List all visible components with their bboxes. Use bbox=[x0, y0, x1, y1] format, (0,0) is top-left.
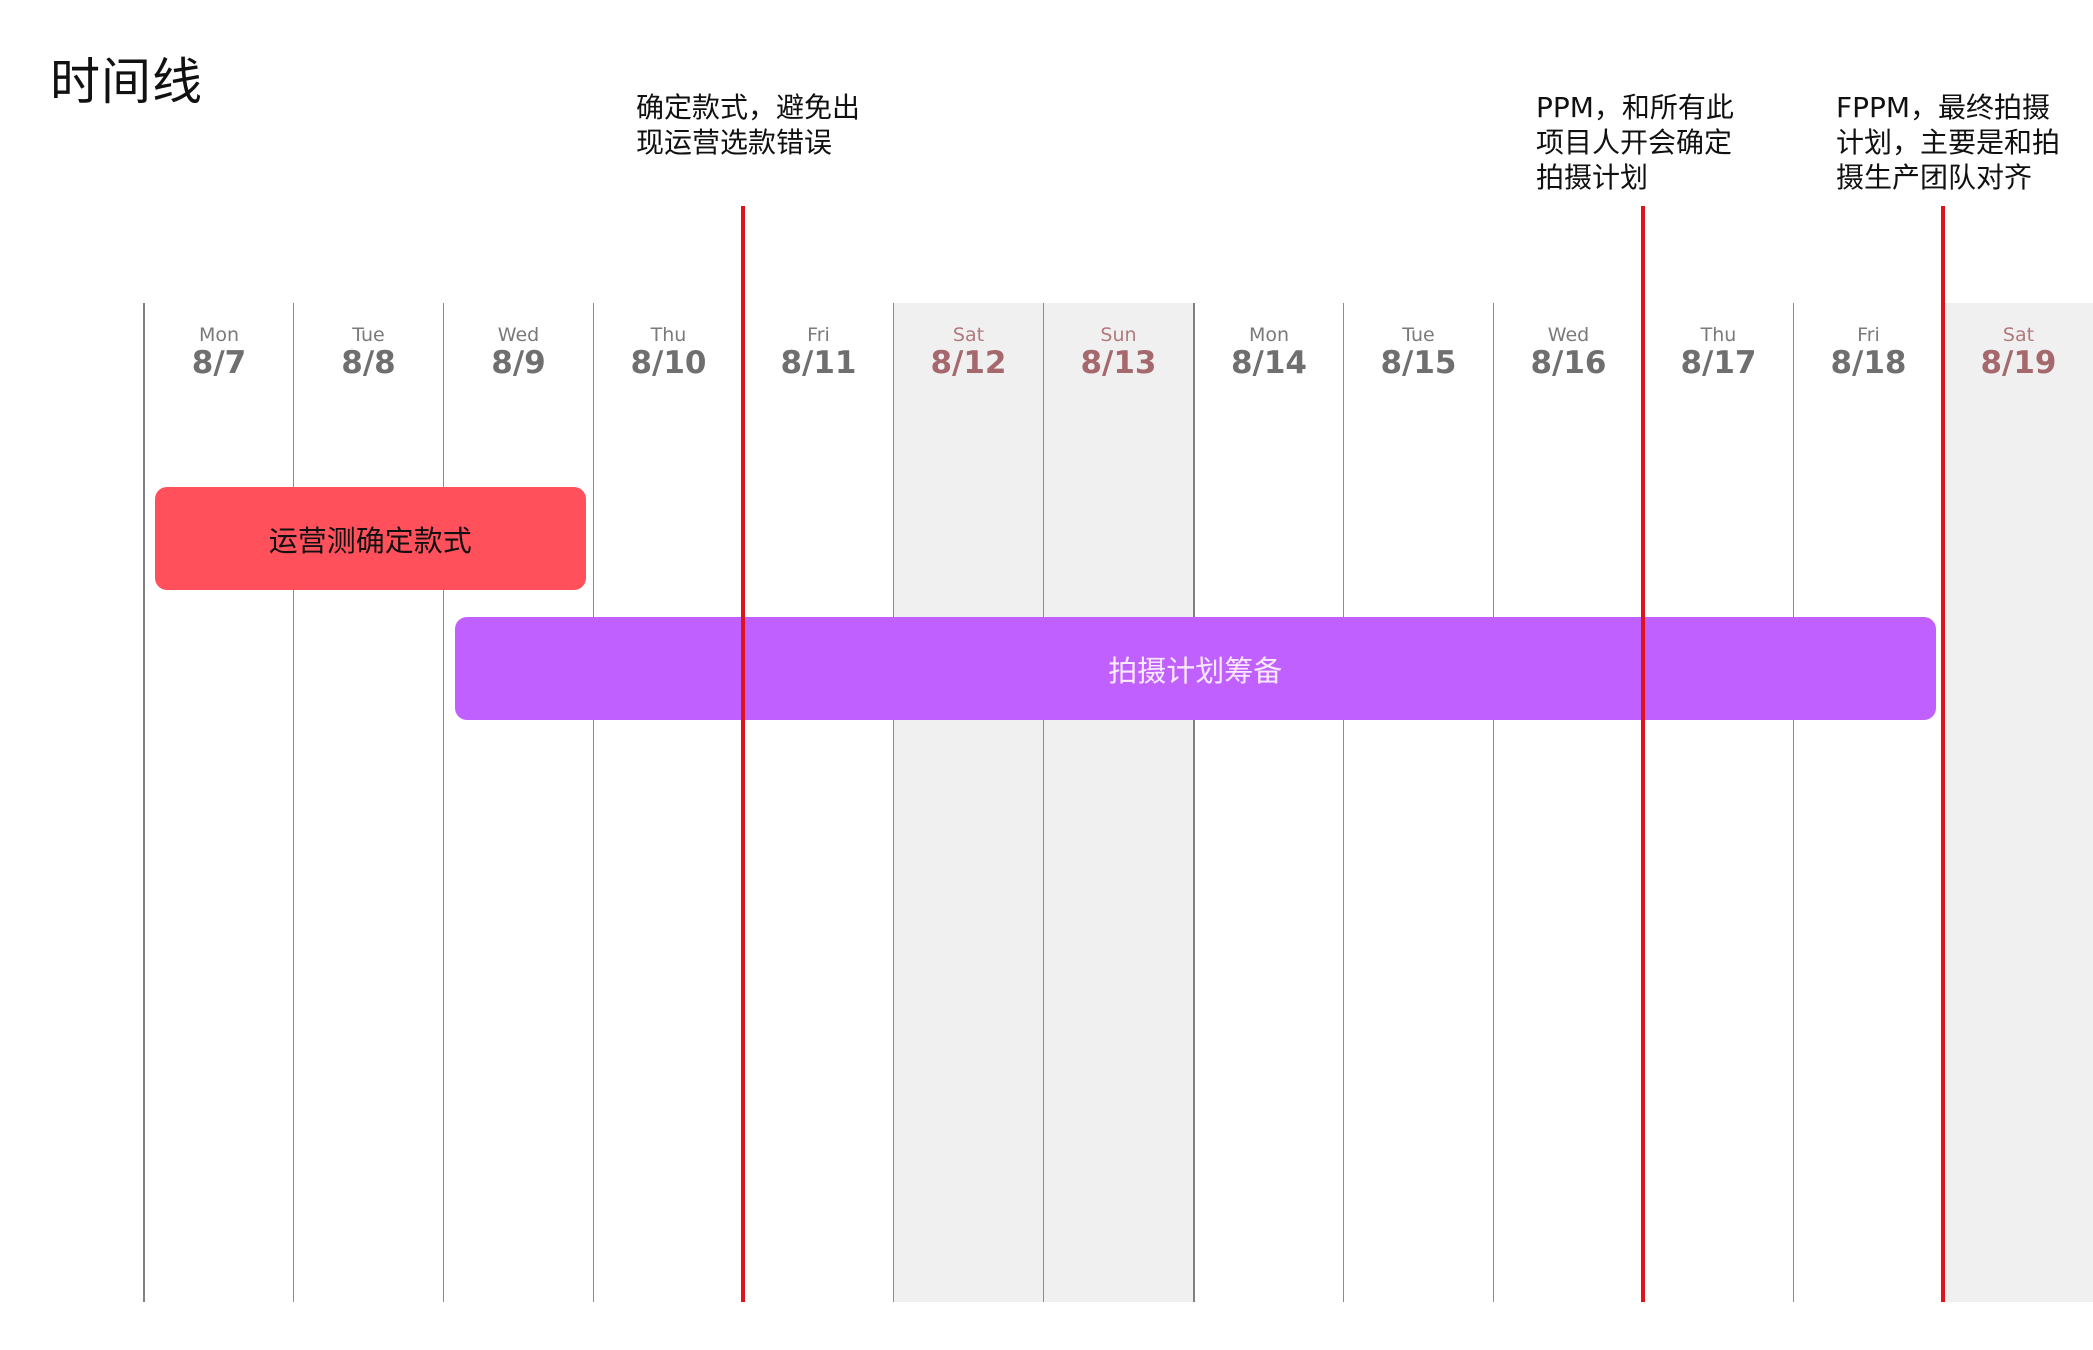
page-title: 时间线 bbox=[50, 53, 203, 111]
task-label: 运营测确定款式 bbox=[268, 523, 472, 558]
milestone-note-line: FPPM，最终拍摄 bbox=[1836, 91, 2051, 124]
milestone-line bbox=[1941, 206, 1945, 1302]
milestone-line bbox=[741, 206, 745, 1302]
milestone-note-line: 拍摄计划 bbox=[1536, 161, 1649, 194]
day-date: 8/13 bbox=[1080, 345, 1157, 381]
day-name: Sun bbox=[1100, 324, 1137, 346]
day-name: Fri bbox=[807, 324, 830, 346]
day-date: 8/11 bbox=[780, 345, 857, 381]
milestone-note-line: 项目人开会确定 bbox=[1536, 126, 1733, 159]
day-date: 8/10 bbox=[630, 345, 707, 381]
day-date: 8/19 bbox=[1980, 345, 2057, 381]
day-name: Wed bbox=[497, 324, 540, 346]
day-name: Fri bbox=[1857, 324, 1880, 346]
day-name: Sat bbox=[2002, 324, 2035, 346]
milestone-note: FPPM，最终拍摄计划，主要是和拍摄生产团队对齐 bbox=[1836, 90, 2060, 195]
day-name: Sat bbox=[952, 324, 985, 346]
day-date: 8/14 bbox=[1230, 345, 1308, 381]
task-label: 拍摄计划筹备 bbox=[1108, 653, 1283, 688]
day-date: 8/18 bbox=[1830, 345, 1907, 381]
milestone-note-line: 确定款式，避免出 bbox=[636, 91, 861, 124]
day-date: 8/16 bbox=[1530, 345, 1607, 381]
day-name: Mon bbox=[198, 324, 240, 346]
task-bar[interactable]: 运营测确定款式 bbox=[155, 487, 586, 590]
milestone-note-line: 计划，主要是和拍 bbox=[1836, 126, 2061, 159]
milestone-note: 确定款式，避免出现运营选款错误 bbox=[636, 90, 860, 160]
day-date: 8/7 bbox=[191, 345, 247, 381]
day-date: 8/8 bbox=[341, 345, 396, 381]
milestone-note-line: PPM，和所有此 bbox=[1536, 91, 1734, 124]
day-date: 8/17 bbox=[1680, 345, 1757, 381]
day-name: Tue bbox=[352, 324, 385, 346]
day-name: Tue bbox=[1402, 324, 1435, 346]
day-date: 8/12 bbox=[930, 345, 1007, 381]
milestone-note-line: 现运营选款错误 bbox=[636, 126, 833, 159]
day-name: Thu bbox=[650, 324, 687, 346]
milestone-note: PPM，和所有此项目人开会确定拍摄计划 bbox=[1536, 90, 1734, 195]
day-name: Thu bbox=[1700, 324, 1737, 346]
milestone-note-line: 摄生产团队对齐 bbox=[1836, 161, 2033, 194]
day-date: 8/9 bbox=[491, 345, 546, 381]
milestone-line bbox=[1641, 206, 1645, 1302]
day-name: Wed bbox=[1547, 324, 1590, 346]
task-bar[interactable]: 拍摄计划筹备 bbox=[455, 617, 1936, 720]
day-date: 8/15 bbox=[1380, 345, 1457, 381]
day-name: Mon bbox=[1248, 324, 1290, 346]
